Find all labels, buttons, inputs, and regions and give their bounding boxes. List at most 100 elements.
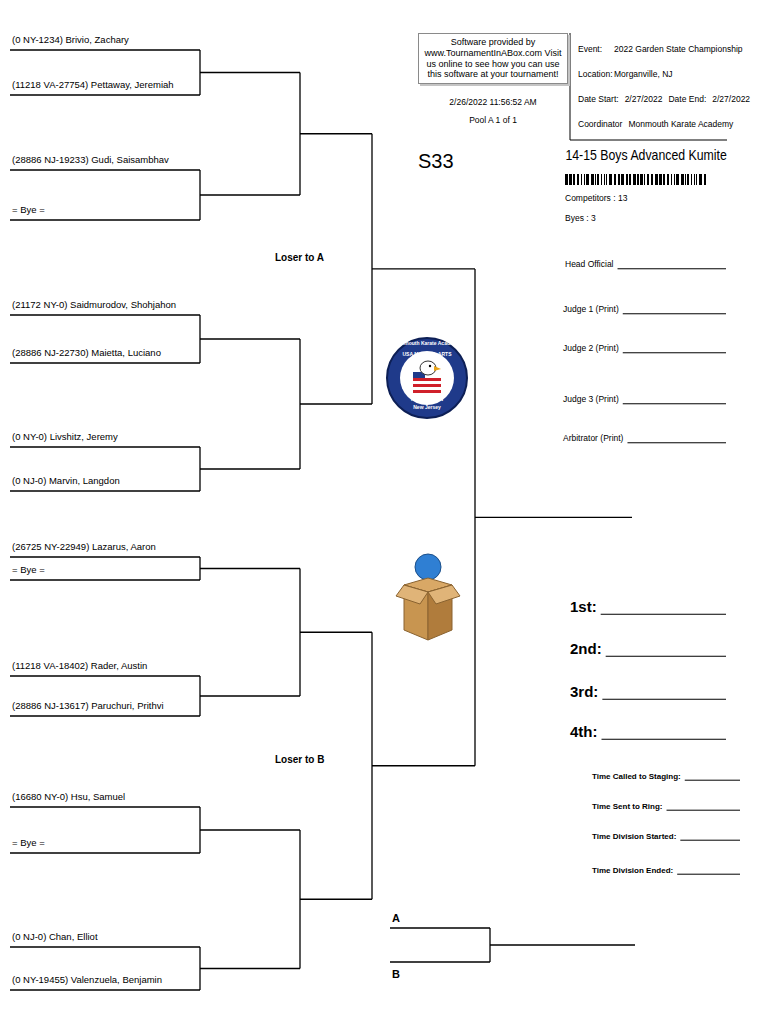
- barcode-bar: [591, 174, 594, 185]
- official-field: Judge 3 (Print): [563, 395, 619, 405]
- signature-blank: [667, 810, 740, 811]
- barcode-bar: [676, 174, 679, 185]
- barcode-bar: [667, 174, 669, 185]
- competitor-name: (0 NY-19455) Valenzuela, Benjamin: [12, 975, 162, 986]
- time-field: Time Division Started:: [592, 832, 676, 841]
- time-field: Time Called to Staging:: [592, 772, 681, 781]
- competitor-name: (0 NY-0) Livshitz, Jeremy: [12, 432, 118, 443]
- logo-text: New Jersey: [413, 405, 441, 411]
- bye-slot: = Bye =: [12, 565, 45, 576]
- barcode-bar: [674, 174, 675, 185]
- time-field: Time Sent to Ring:: [592, 802, 663, 811]
- bracket-note: Loser to A: [275, 252, 324, 264]
- barcode-bar: [614, 174, 616, 185]
- signature-blank: [627, 442, 726, 443]
- bracket-final: [475, 517, 632, 518]
- playoff-join: [490, 944, 635, 945]
- bracket-round-3: [372, 268, 475, 269]
- playoff-slot: [390, 961, 490, 962]
- bracket-slot: [10, 946, 200, 947]
- bracket-slot: [10, 675, 200, 676]
- competitor-name: (16680 NY-0) Hsu, Samuel: [12, 792, 125, 803]
- competitor-name: (11218 VA-18402) Rader, Austin: [12, 661, 147, 672]
- bracket-slot: [10, 362, 200, 363]
- notice-box: Software provided by www.TournamentInABo…: [418, 33, 568, 84]
- signature-blank: [601, 614, 726, 615]
- signature-blank: [618, 268, 726, 269]
- bracket-round-1: [200, 468, 300, 469]
- bracket-slot: [10, 490, 200, 491]
- signature-blank: [677, 874, 740, 875]
- logo-text: Monmouth Karate Academy: [394, 341, 460, 347]
- barcode-bar: [569, 174, 572, 185]
- barcode-bar: [644, 174, 645, 185]
- competitor-name: (26725 NY-22949) Lazarus, Aaron: [12, 542, 156, 553]
- barcode-bar: [573, 174, 575, 185]
- bracket-round-1: [200, 338, 300, 339]
- official-field: Judge 2 (Print): [563, 344, 619, 354]
- barcode-bar: [621, 174, 624, 185]
- signature-blank: [606, 656, 726, 657]
- pool-label: Pool A 1 of 1: [469, 116, 517, 126]
- bracket-slot: [10, 49, 200, 50]
- barcode-bar: [663, 174, 665, 185]
- bracket-round-1: [200, 72, 300, 73]
- division-code: S33: [418, 150, 454, 173]
- barcode-bar: [704, 174, 706, 185]
- barcode-bar: [577, 174, 579, 185]
- field-value: 2022 Garden State Championship: [614, 45, 743, 55]
- barcode-bar: [651, 174, 653, 185]
- federation-logo: [387, 338, 467, 418]
- place-field: 1st:: [570, 598, 597, 615]
- barcode-bar: [584, 174, 585, 185]
- bracket-round-2: [300, 632, 372, 633]
- bye-count: Byes : 3: [565, 214, 596, 224]
- barcode-bar: [601, 174, 602, 185]
- official-field: Judge 1 (Print): [563, 305, 619, 315]
- signature-blank: [602, 739, 727, 740]
- competitor-name: (28886 NJ-22730) Maietta, Luciano: [12, 348, 161, 359]
- place-field: 3rd:: [570, 683, 598, 700]
- official-field: Head Official: [565, 260, 614, 270]
- signature-blank: [680, 840, 740, 841]
- competitor-name: (0 NY-1234) Brivio, Zachary: [12, 35, 129, 46]
- signature-blank: [623, 352, 726, 353]
- field-name: Coordinator: [578, 120, 622, 130]
- competitor-name: (0 NJ-0) Chan, Elliot: [12, 932, 98, 943]
- bracket-slot: [10, 989, 200, 990]
- competitor-name: (0 NJ-0) Marvin, Langdon: [12, 476, 120, 487]
- competitor-name: (11218 VA-27754) Pettaway, Jeremiah: [12, 80, 174, 91]
- bracket-slot: [10, 94, 200, 95]
- field-name: Event:: [578, 45, 602, 55]
- bye-slot: = Bye =: [12, 838, 45, 849]
- bracket-round-1: [200, 695, 300, 696]
- bracket-round-2: [300, 899, 372, 900]
- barcode-bar: [671, 174, 672, 185]
- bracket-slot: [10, 169, 200, 170]
- bracket-round-1: [200, 568, 300, 569]
- bracket-round-2: [300, 403, 372, 404]
- field-value: Monmouth Karate Academy: [628, 120, 733, 130]
- bracket-round-1: [200, 829, 300, 830]
- barcode-bar: [691, 174, 692, 185]
- field-name: Date Start:: [578, 95, 619, 105]
- field-value: 2/27/2022: [712, 95, 750, 105]
- bracket-round-3: [372, 765, 475, 766]
- competitor-name: (28886 NJ-13617) Paruchuri, Prithvi: [12, 701, 164, 712]
- bracket-slot: [10, 852, 200, 853]
- signature-blank: [623, 403, 726, 404]
- barcode-bar: [565, 174, 568, 185]
- barcode-bar: [699, 174, 702, 185]
- competitor-count: Competitors : 13: [565, 194, 627, 204]
- playoff-slot: [390, 927, 490, 928]
- bracket-slot: [10, 579, 200, 580]
- bracket-note: Loser to B: [275, 754, 324, 766]
- barcode-bar: [687, 174, 689, 185]
- signature-blank: [623, 313, 726, 314]
- barcode-bar: [606, 174, 607, 185]
- place-field: 4th:: [570, 723, 598, 740]
- header-rule: [570, 140, 727, 141]
- barcode-bar: [655, 174, 658, 185]
- barcode-bar: [629, 174, 631, 185]
